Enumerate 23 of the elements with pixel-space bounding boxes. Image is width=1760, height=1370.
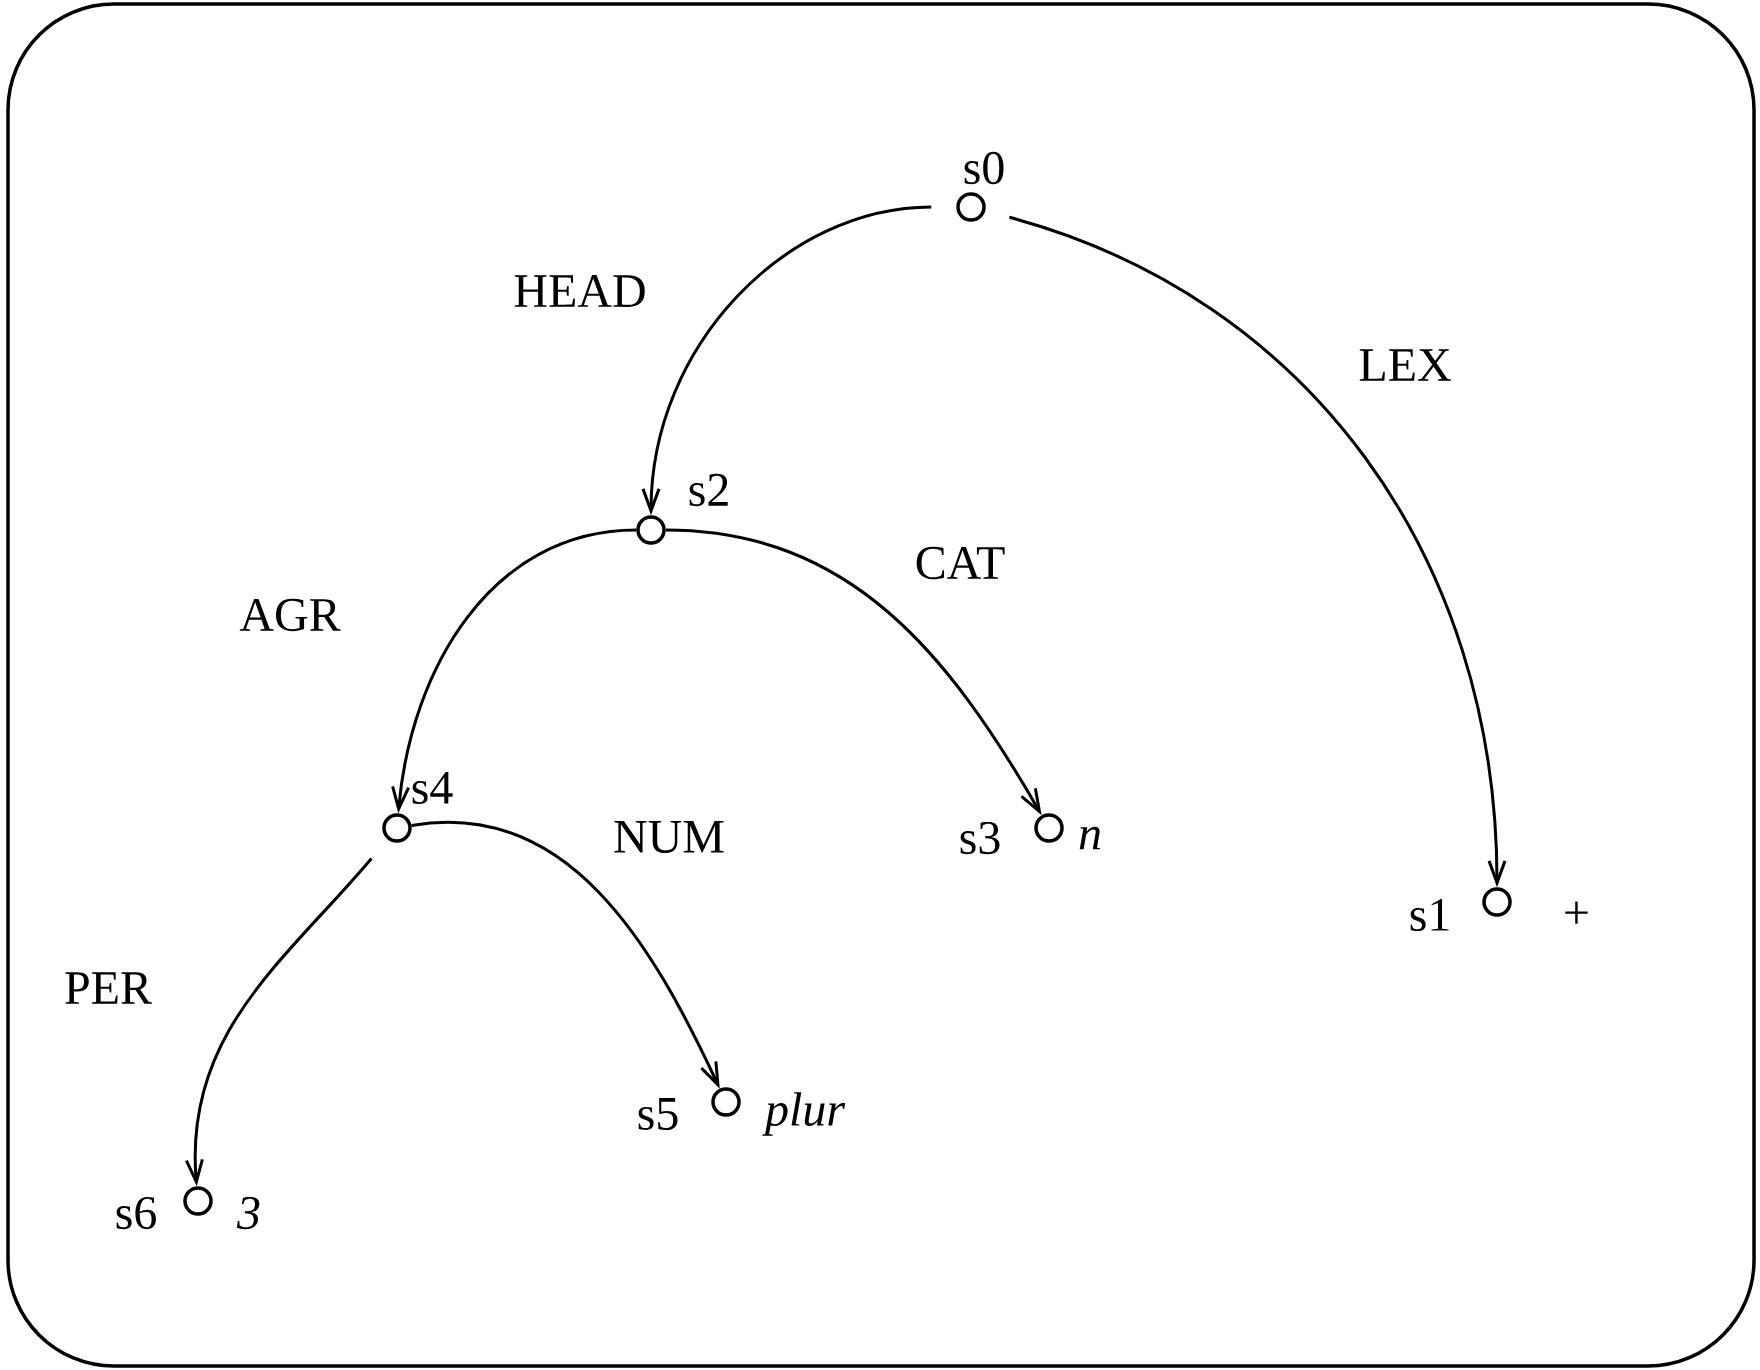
- arrow: [665, 528, 1042, 816]
- edge-label: LEX: [1359, 349, 1451, 381]
- state-label: s0: [964, 151, 1004, 185]
- value-label: 3: [236, 1196, 260, 1230]
- edge-label: AGR: [239, 598, 341, 632]
- state-label: s3: [960, 821, 1000, 855]
- edge-label: CAT: [916, 546, 1005, 580]
- arrow: [391, 528, 637, 814]
- value-label: +: [1565, 901, 1588, 924]
- edge-label: NUM: [614, 821, 724, 853]
- edge-label: HEAD: [514, 275, 645, 307]
- arrow: [1008, 215, 1507, 888]
- state-label: s6: [116, 1196, 156, 1230]
- state-label: s5: [638, 1098, 678, 1130]
- state-label: s2: [689, 473, 728, 507]
- edge-label: PER: [65, 972, 152, 1004]
- state-label: s1: [1410, 898, 1449, 932]
- value-label: plur: [762, 1092, 846, 1136]
- arrow: [411, 820, 720, 1089]
- state-label: s4: [412, 771, 453, 805]
- value-label: n: [1079, 826, 1100, 850]
- arrow: [641, 205, 932, 516]
- arrow: [185, 857, 373, 1187]
